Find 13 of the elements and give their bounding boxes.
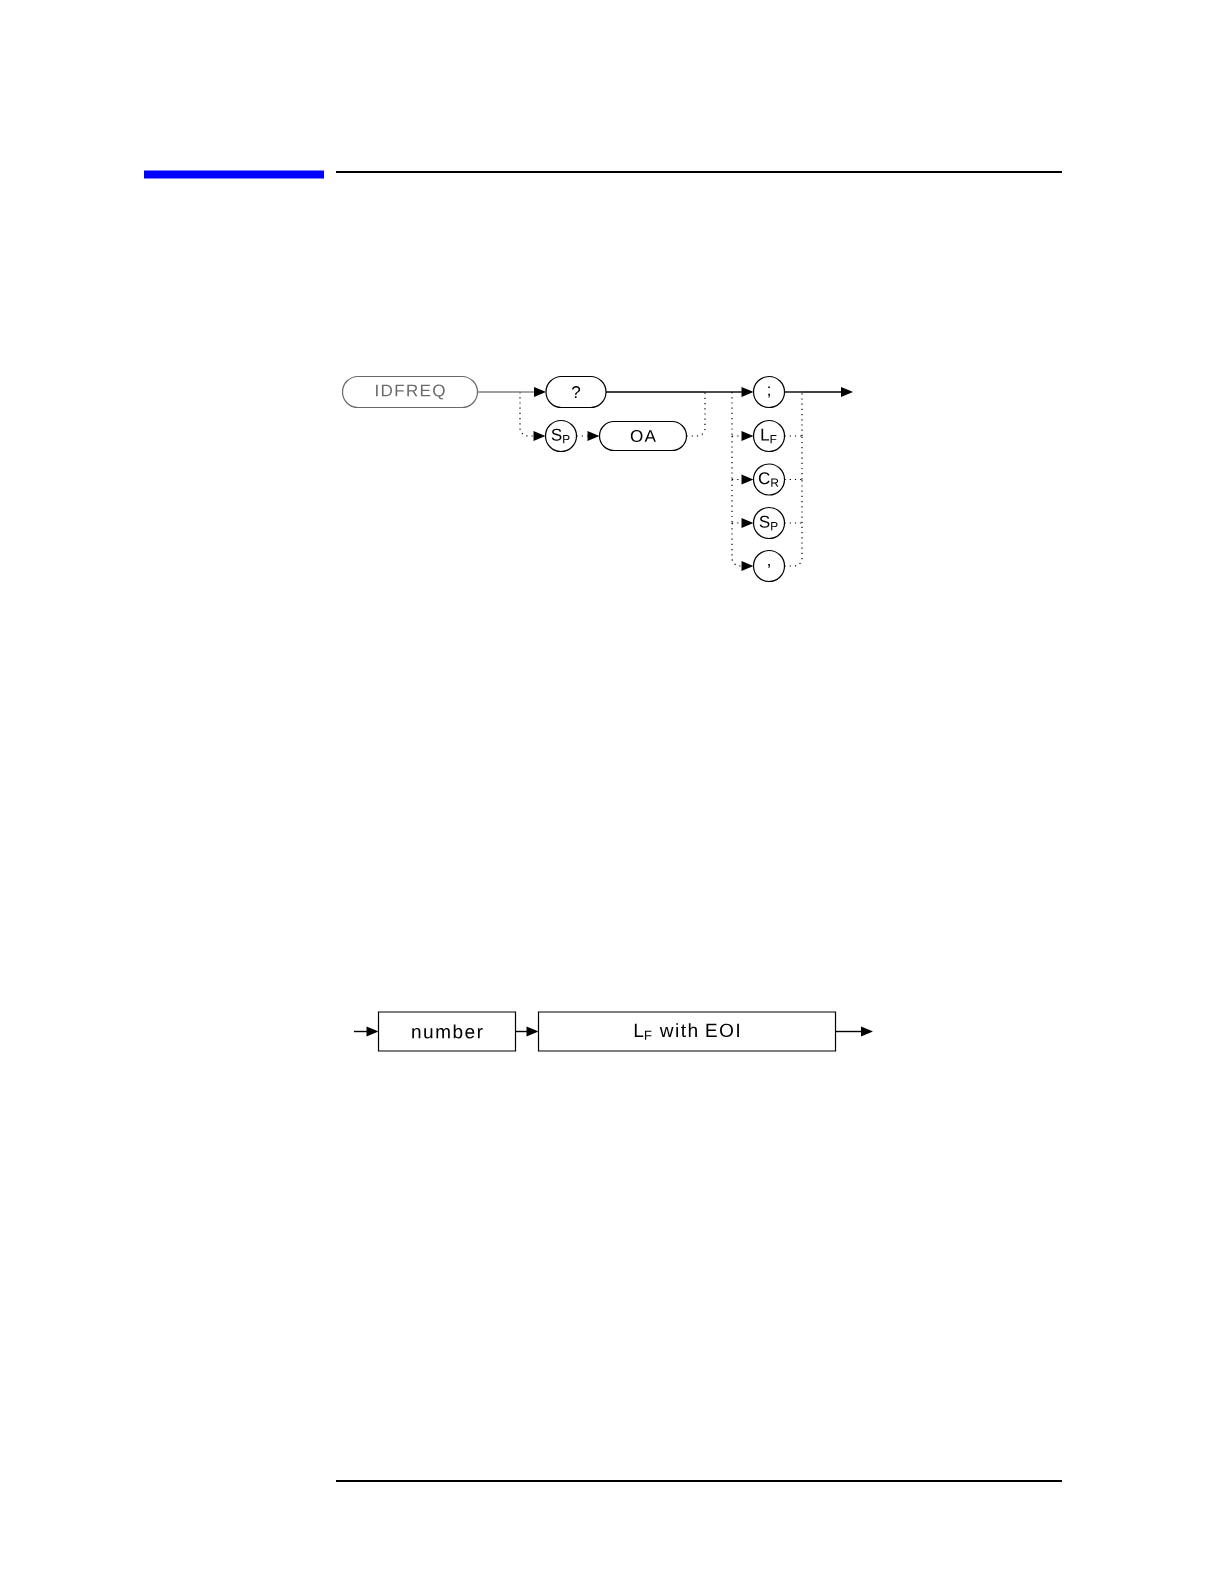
connector (731, 478, 733, 524)
connector (783, 391, 803, 393)
connector (476, 391, 521, 393)
connector (731, 435, 733, 481)
value-box: L$_{F}$ with EOI (537, 1011, 837, 1052)
connector (801, 391, 803, 437)
keyword-box: IDFREQ (341, 375, 479, 409)
value-box: number (377, 1011, 517, 1052)
keyword-box: OA (598, 420, 688, 452)
connector (605, 391, 706, 393)
keyword-box: ? (545, 375, 607, 409)
connector (704, 391, 733, 393)
connector (801, 478, 803, 524)
